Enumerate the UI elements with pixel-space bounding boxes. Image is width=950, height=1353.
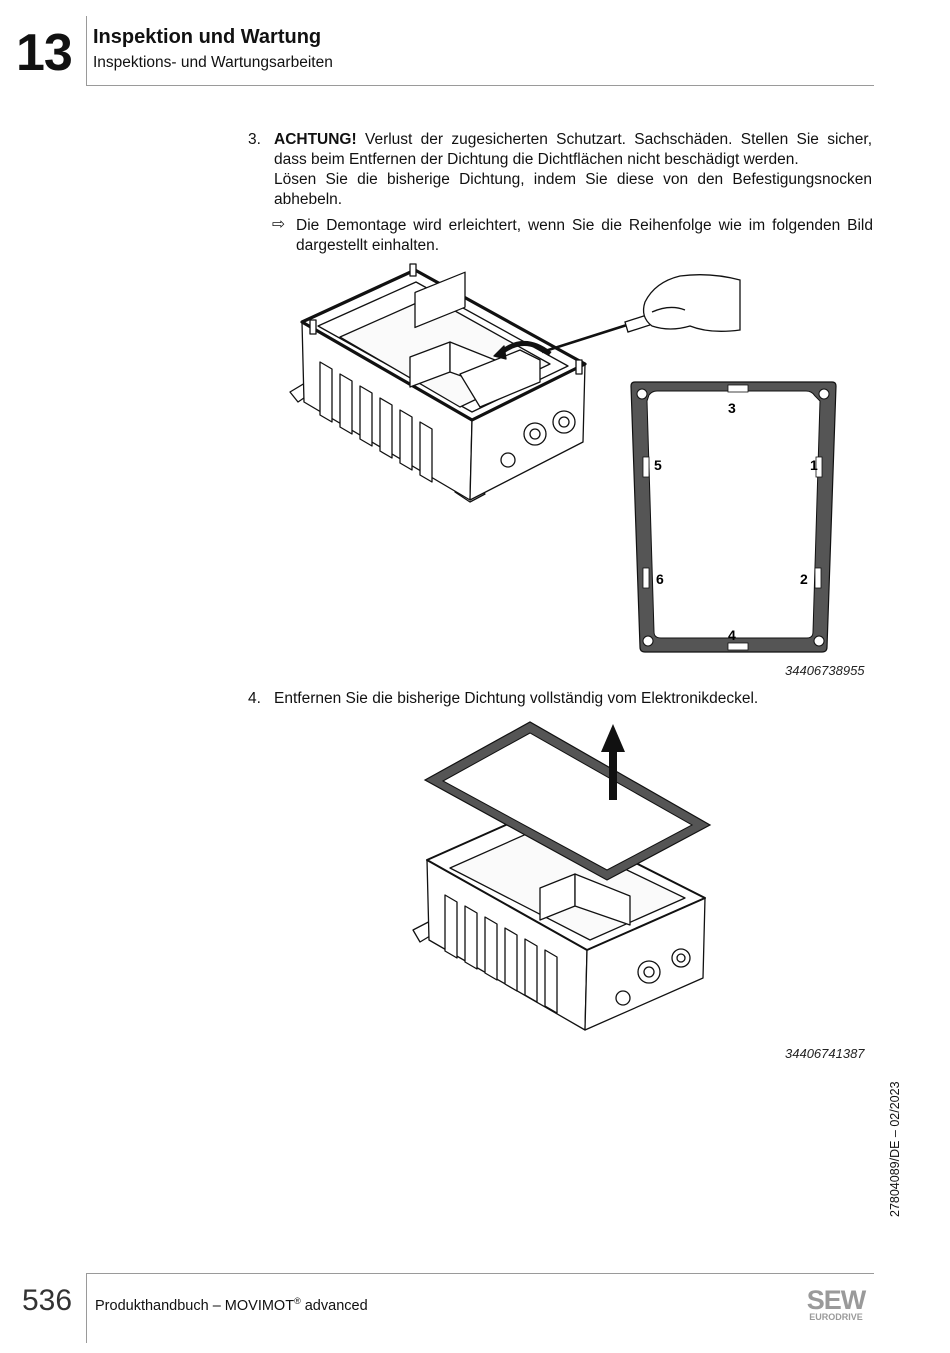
electronics-cover-illustration [289,263,587,503]
figure-1-id: 34406738955 [785,663,865,678]
header-divider-vertical [86,16,87,86]
logo-main-text: SEW [807,1285,867,1315]
footer-divider-vertical [86,1273,87,1343]
step-number: 4. [248,690,261,707]
warning-text: Verlust der zugesicherten Schutzart. Sac… [274,131,872,168]
document-number-side: 27804089/DE – 02/2023 [873,1080,913,1220]
document-number: 27804089/DE – 02/2023 [888,1081,902,1217]
footer-product-title: Produkthandbuch – MOVIMOT® advanced [95,1296,368,1314]
lift-up-arrow-icon [601,724,625,800]
hand-with-screwdriver-illustration [541,274,741,354]
electronics-cover-illustration [412,811,706,1031]
gasket-label-6: 6 [656,571,664,587]
result-text: Die Demontage wird erleichtert, wenn Sie… [296,217,873,254]
logo-sub-text: EURODRIVE [809,1312,863,1322]
warning-label: ACHTUNG! [274,131,357,148]
header-divider [86,85,874,86]
result-arrow-icon: ⇨ [272,216,285,233]
step-3-result: ⇨ Die Demontage wird erleichtert, wenn S… [272,216,874,258]
figure-gasket-removal-order: 1 2 3 4 5 6 [289,263,837,653]
step-3: 3. ACHTUNG! Verlust der zugesicherten Sc… [248,130,874,210]
sew-eurodrive-logo: SEW EURODRIVE [807,1285,868,1322]
step-text: Entfernen Sie die bisherige Dichtung vol… [274,690,759,707]
figure-gasket-lift-off [412,721,712,1031]
step-text: ACHTUNG! Verlust der zugesicherten Schut… [274,130,872,210]
gasket-label-4: 4 [728,627,736,643]
chapter-title: Inspektion und Wartung [93,26,322,48]
step-number: 3. [248,131,261,148]
footer-divider [86,1273,874,1274]
gasket-label-3: 3 [728,400,736,416]
step-4: 4. Entfernen Sie die bisherige Dichtung … [248,689,874,711]
section-subtitle: Inspektions- und Wartungsarbeiten [93,54,333,71]
page-number: 536 [22,1284,73,1317]
figure-2-id: 34406741387 [785,1046,865,1061]
registered-mark: ® [294,1296,301,1306]
lifted-gasket-illustration [423,721,712,881]
gasket-diagram: 1 2 3 4 5 6 [630,381,837,653]
footer-title-text: Produkthandbuch – MOVIMOT [95,1297,295,1314]
gasket-label-1: 1 [810,457,818,473]
instruction-text: Lösen Sie die bisherige Dichtung, indem … [274,171,872,208]
footer-title-suffix: advanced [300,1297,368,1314]
gasket-label-5: 5 [654,457,662,473]
chapter-number: 13 [16,24,73,82]
gasket-label-2: 2 [800,571,808,587]
